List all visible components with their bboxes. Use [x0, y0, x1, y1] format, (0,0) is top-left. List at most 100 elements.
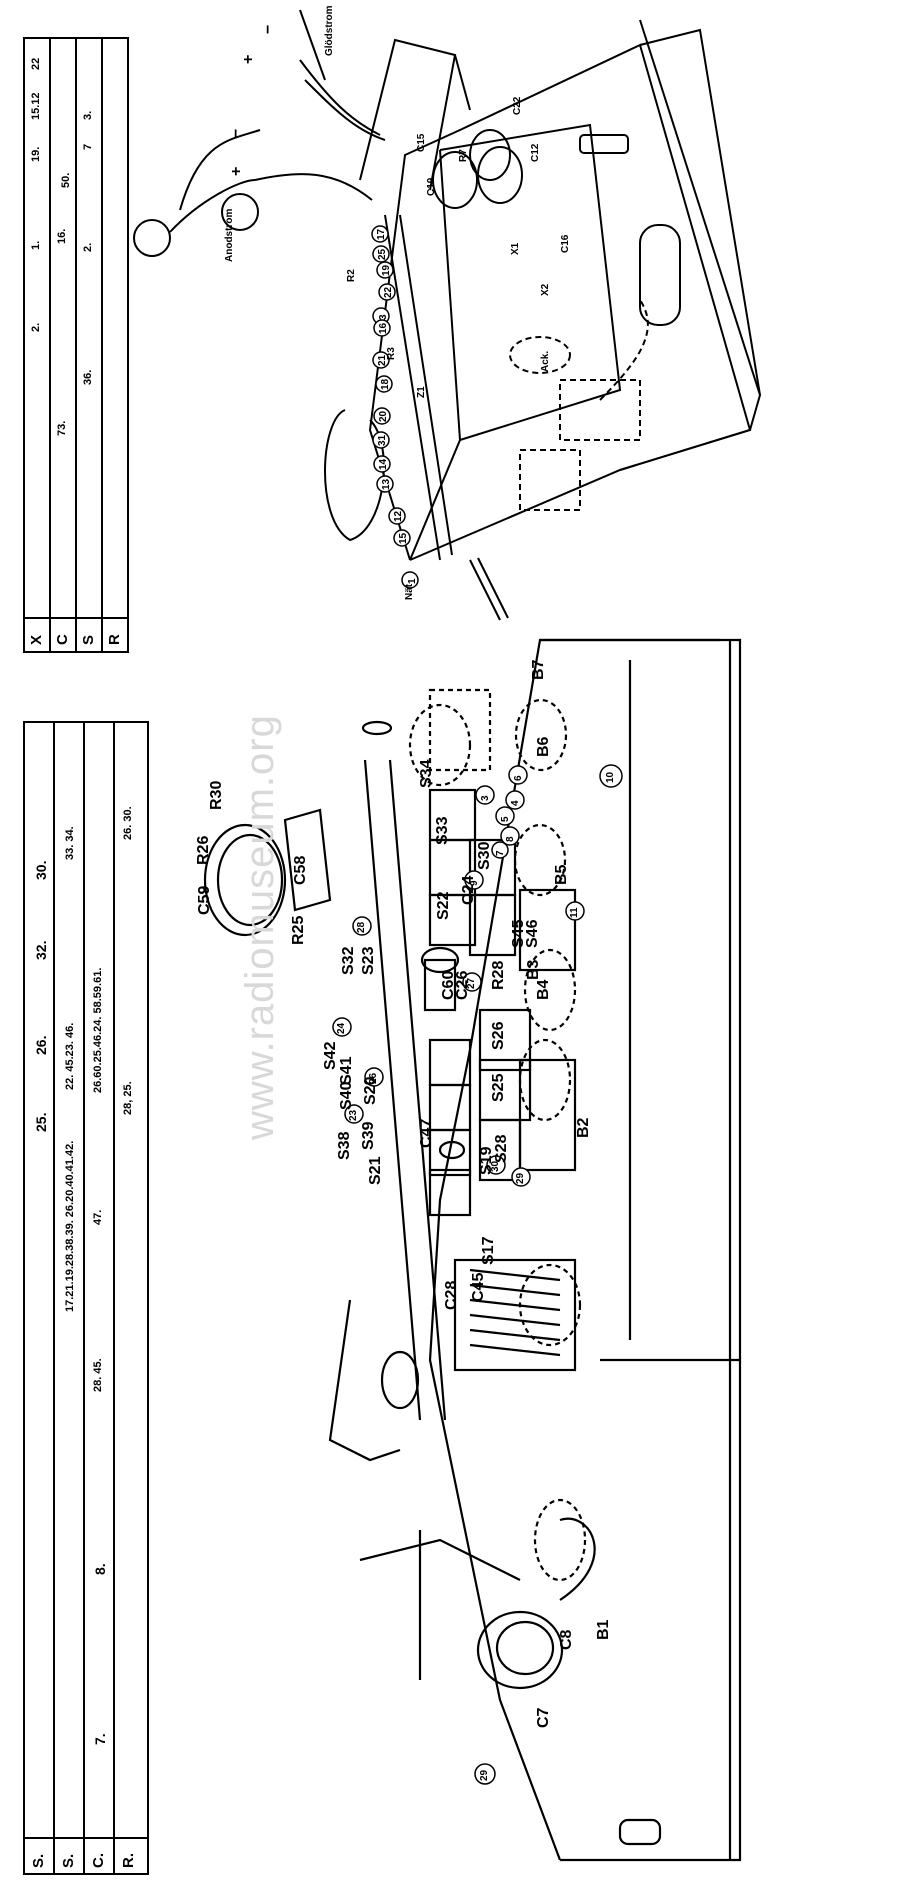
- callout-number: 27: [466, 977, 477, 989]
- part-label: S34: [418, 759, 435, 788]
- callout-number: 18: [380, 378, 391, 390]
- part-label: C16: [560, 234, 571, 253]
- bottom-table-cell: 30.: [33, 860, 49, 880]
- bottom-table-cell: 26.60.25.46.24. 58.59.61.: [92, 967, 104, 1093]
- callout-number: 25: [377, 248, 388, 260]
- top-table-cell: 73.: [56, 420, 68, 436]
- bottom-table-row-label-s2: S.: [60, 1853, 77, 1868]
- callout-number: 7: [495, 850, 506, 856]
- bottom-table-cell: 26. 30.: [122, 806, 134, 840]
- callout-number: 9: [469, 880, 480, 886]
- part-label: B3: [525, 959, 542, 980]
- top-table-cell: 50.: [60, 172, 72, 188]
- part-label: R28: [490, 960, 507, 990]
- part-label: C28: [443, 1280, 460, 1310]
- part-label: S32: [340, 946, 357, 975]
- top-table-cell: 2.: [82, 242, 94, 252]
- part-label: S22: [435, 891, 452, 920]
- part-label: R7: [458, 149, 469, 162]
- part-label: B1: [595, 1619, 612, 1640]
- callout-number: 12: [393, 510, 404, 522]
- part-label: C19: [426, 177, 437, 196]
- top-table-cell: 36.: [82, 369, 94, 385]
- part-label: B2: [575, 1117, 592, 1138]
- label-minus: −: [228, 128, 245, 138]
- top-table-cell: 7: [82, 143, 94, 150]
- part-label: B7: [530, 659, 547, 680]
- bottom-table-cell: 8.: [92, 1563, 108, 1575]
- callout-number: 30: [490, 1160, 501, 1172]
- part-label: S26: [490, 1021, 507, 1050]
- bottom-table-cell: 28, 25.: [122, 1081, 134, 1115]
- part-label: S46: [524, 919, 541, 948]
- callout-number: 26: [368, 1072, 379, 1084]
- callout-number: 29: [515, 1172, 526, 1184]
- top-chassis-diagram: [133, 9, 762, 621]
- part-label: S23: [360, 946, 377, 975]
- top-table-row-label-x: X: [28, 634, 45, 645]
- bottom-table-cell: 33. 34.: [64, 826, 76, 860]
- bottom-table-cell: 7.: [92, 1733, 108, 1745]
- callout-number: 19: [381, 264, 392, 276]
- top-table-cell: 19.: [30, 146, 42, 162]
- callout-number: 10: [605, 771, 616, 783]
- callout-number: 17: [376, 228, 387, 240]
- bottom-table-row-label-r: R.: [120, 1853, 137, 1868]
- top-table-cell: 22: [30, 57, 42, 70]
- callout-number: 6: [513, 775, 524, 781]
- bottom-table-cell: 17.21.19.28.38.39. 26.20.40.41.42.: [64, 1140, 76, 1312]
- part-label: C7: [535, 1707, 552, 1728]
- part-label: X1: [510, 242, 521, 255]
- part-label: S39: [360, 1121, 377, 1150]
- top-table-cell: 1.: [30, 240, 42, 250]
- part-label: X2: [540, 283, 551, 296]
- callout-number: 15: [398, 532, 409, 544]
- callout-number: 4: [510, 800, 521, 806]
- top-table-row-label-r: R: [106, 634, 123, 645]
- callout-number: 8: [505, 836, 516, 842]
- bottom-table-cell: 26.: [33, 1035, 49, 1055]
- callout-number: 20: [378, 410, 389, 422]
- callout-number: 21: [377, 354, 388, 366]
- top-table-cell: 2.: [30, 322, 42, 332]
- part-label: R2: [346, 269, 357, 282]
- callout-number: 24: [336, 1022, 347, 1034]
- top-table: [23, 37, 129, 653]
- label-plus: +: [228, 166, 245, 176]
- callout-number: 3: [480, 795, 491, 801]
- part-label: C8: [558, 1629, 575, 1650]
- top-table-cell: 3.: [82, 110, 94, 120]
- bottom-chassis-diagram: [203, 638, 742, 1862]
- bottom-callout-circles: [332, 764, 623, 1785]
- part-label: B6: [535, 736, 552, 757]
- top-table-row-label-c: C: [54, 634, 71, 645]
- top-table-cell: 16.: [56, 228, 68, 244]
- top-table-cell: 15.12: [30, 92, 42, 120]
- part-label: C47: [418, 1118, 435, 1148]
- bottom-table-cell: 22. 45.23. 46.: [64, 1022, 76, 1090]
- callout-number: 29: [479, 1769, 490, 1781]
- label-ack: Ack.: [540, 350, 551, 372]
- part-label: C59: [196, 885, 213, 915]
- part-label: B5: [553, 864, 570, 885]
- part-label: C45: [470, 1272, 487, 1302]
- callout-number: 5: [500, 816, 511, 822]
- part-label: C12: [530, 143, 541, 162]
- part-label: R25: [290, 915, 307, 945]
- label-anodstrom: Anodstrom: [224, 208, 235, 262]
- part-label: C15: [416, 133, 427, 152]
- callout-number: 1: [407, 578, 418, 584]
- bottom-table-cell: 28. 45.: [92, 1358, 104, 1392]
- part-label: S17: [480, 1236, 497, 1265]
- bottom-table-cell: 47.: [92, 1209, 104, 1225]
- watermark: www.radiomuseum.org: [238, 714, 282, 1140]
- callout-number: 14: [378, 458, 389, 470]
- part-label: R26: [195, 835, 212, 865]
- callout-number: 13: [381, 478, 392, 490]
- part-label: S25: [490, 1073, 507, 1102]
- part-label: C22: [512, 96, 523, 115]
- bottom-table: [23, 721, 149, 1875]
- part-label: S21: [367, 1156, 384, 1185]
- callout-number: 11: [569, 907, 580, 918]
